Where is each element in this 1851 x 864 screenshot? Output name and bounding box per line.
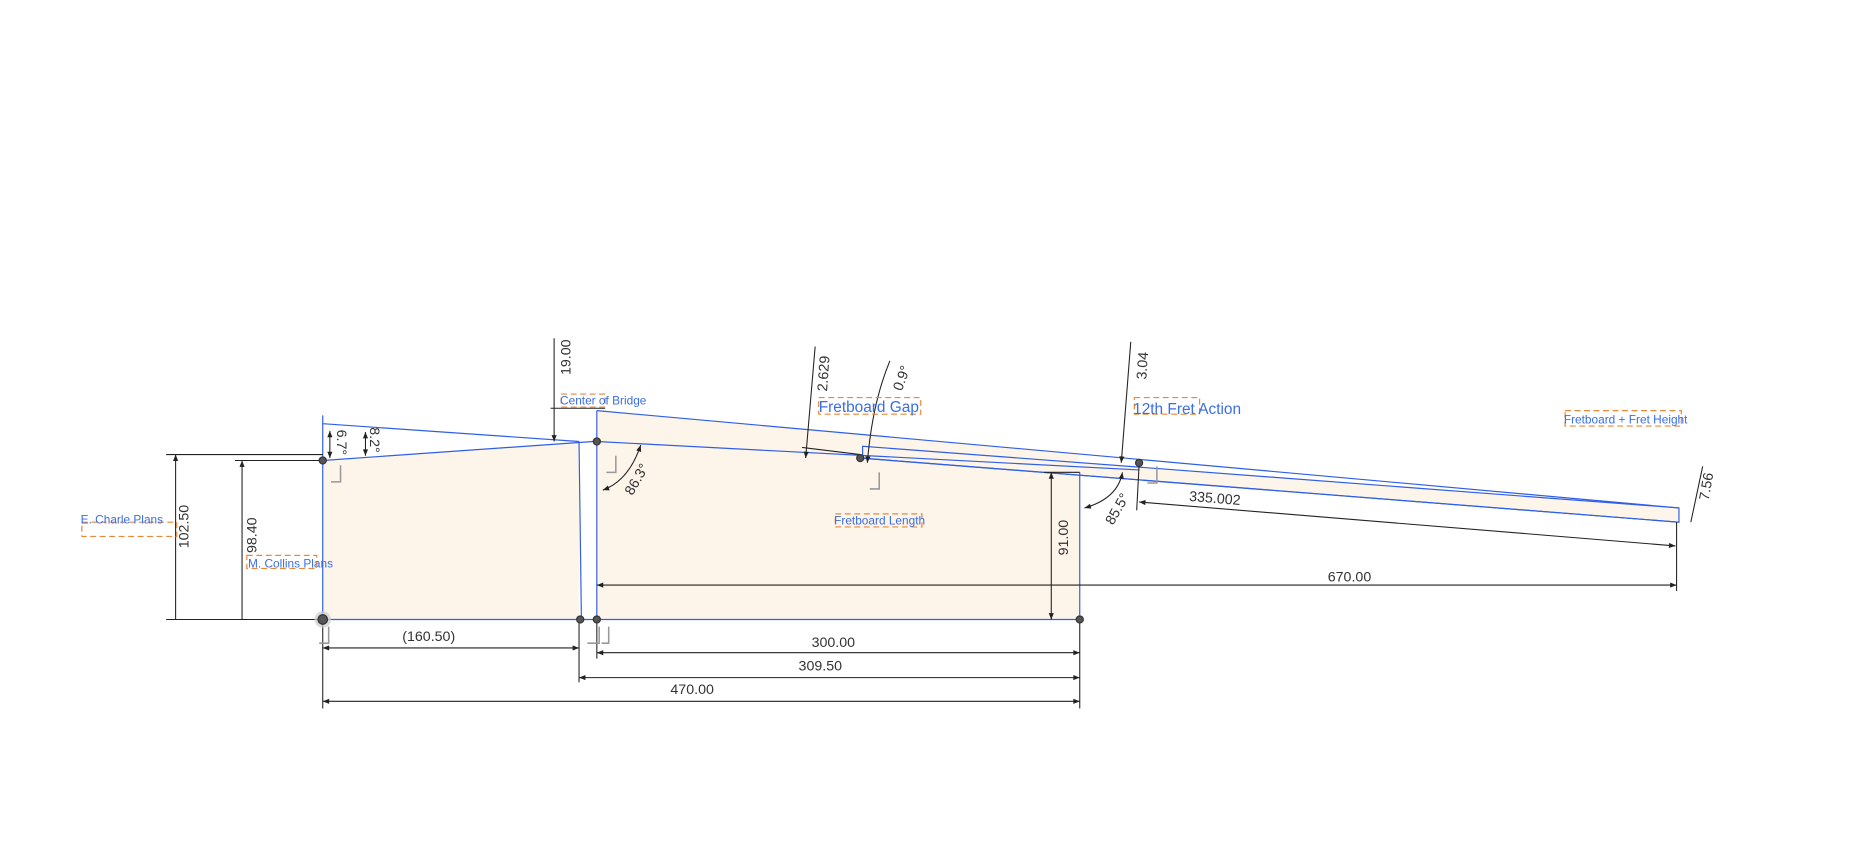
dim-3-04[interactable]: 3.04 <box>1134 351 1152 380</box>
dim-102-50[interactable]: 102.50 <box>177 505 193 549</box>
dim-335-002[interactable]: 335.002 <box>1189 489 1242 509</box>
sketch-labels: E. Charle Plans M. Collins Plans Center … <box>81 393 1688 570</box>
dim-6-7-deg[interactable]: 6.7° <box>333 430 349 455</box>
label-12th-fret-action[interactable]: 12th Fret Action <box>1133 401 1241 418</box>
sketch-point[interactable] <box>856 453 865 463</box>
saddle-profile[interactable] <box>322 423 580 461</box>
label-center-of-bridge[interactable]: Center of Bridge <box>560 394 647 408</box>
label-fretboard-length[interactable]: Fretboard Length <box>834 514 925 528</box>
dim-8-2-deg[interactable]: 8.2° <box>366 427 382 452</box>
perpendicular-constraint-icon <box>319 626 330 644</box>
perpendicular-constraint-icon <box>331 465 342 483</box>
dim-2-629[interactable]: 2.629 <box>815 355 833 392</box>
dim-91-00[interactable]: 91.00 <box>1056 520 1072 556</box>
sketch-point[interactable] <box>592 615 601 624</box>
sketch-point[interactable] <box>576 615 585 624</box>
perpendicular-constraint-icon <box>601 626 610 644</box>
sketch-point[interactable] <box>592 437 601 446</box>
dim-85-5-deg[interactable]: 85.5° <box>1103 491 1134 528</box>
sketch-point[interactable] <box>1134 458 1144 468</box>
sketch-points <box>314 437 1158 644</box>
perpendicular-constraint-icon <box>1147 466 1158 484</box>
perpendicular-constraint-icon <box>587 626 600 644</box>
dim-300-00[interactable]: 300.00 <box>812 635 856 651</box>
sketch-point[interactable] <box>318 456 327 465</box>
perpendicular-constraint-icon <box>606 455 617 474</box>
sketch-profiles <box>322 410 1679 620</box>
label-e-charle-plans[interactable]: E. Charle Plans <box>81 512 163 526</box>
bridge-profile[interactable] <box>322 441 580 620</box>
dim-470-00[interactable]: 470.00 <box>670 682 714 698</box>
sketch-line[interactable] <box>322 423 580 443</box>
sketch-point[interactable] <box>1075 615 1084 624</box>
dim-160-50[interactable]: (160.50) <box>402 629 455 645</box>
label-fretboard-gap[interactable]: Fretboard Gap <box>819 399 919 416</box>
sketch-line[interactable] <box>578 441 582 620</box>
label-m-collins-plans[interactable]: M. Collins Plans <box>248 556 333 570</box>
perpendicular-constraint-icon <box>869 472 880 490</box>
dim-309-50[interactable]: 309.50 <box>799 658 843 674</box>
dim-670-00[interactable]: 670.00 <box>1328 570 1372 586</box>
dim-98-40[interactable]: 98.40 <box>244 517 260 553</box>
dimension-lines <box>166 338 1704 709</box>
dim-0-9-deg[interactable]: 0.9° <box>890 364 914 393</box>
origin-point[interactable] <box>317 614 329 625</box>
label-fretboard-fret-height[interactable]: Fretboard + Fret Height <box>1564 413 1688 427</box>
dim-7-56[interactable]: 7.56 <box>1697 471 1718 501</box>
sketch-line[interactable] <box>322 440 594 462</box>
dim-19-00[interactable]: 19.00 <box>559 339 575 375</box>
